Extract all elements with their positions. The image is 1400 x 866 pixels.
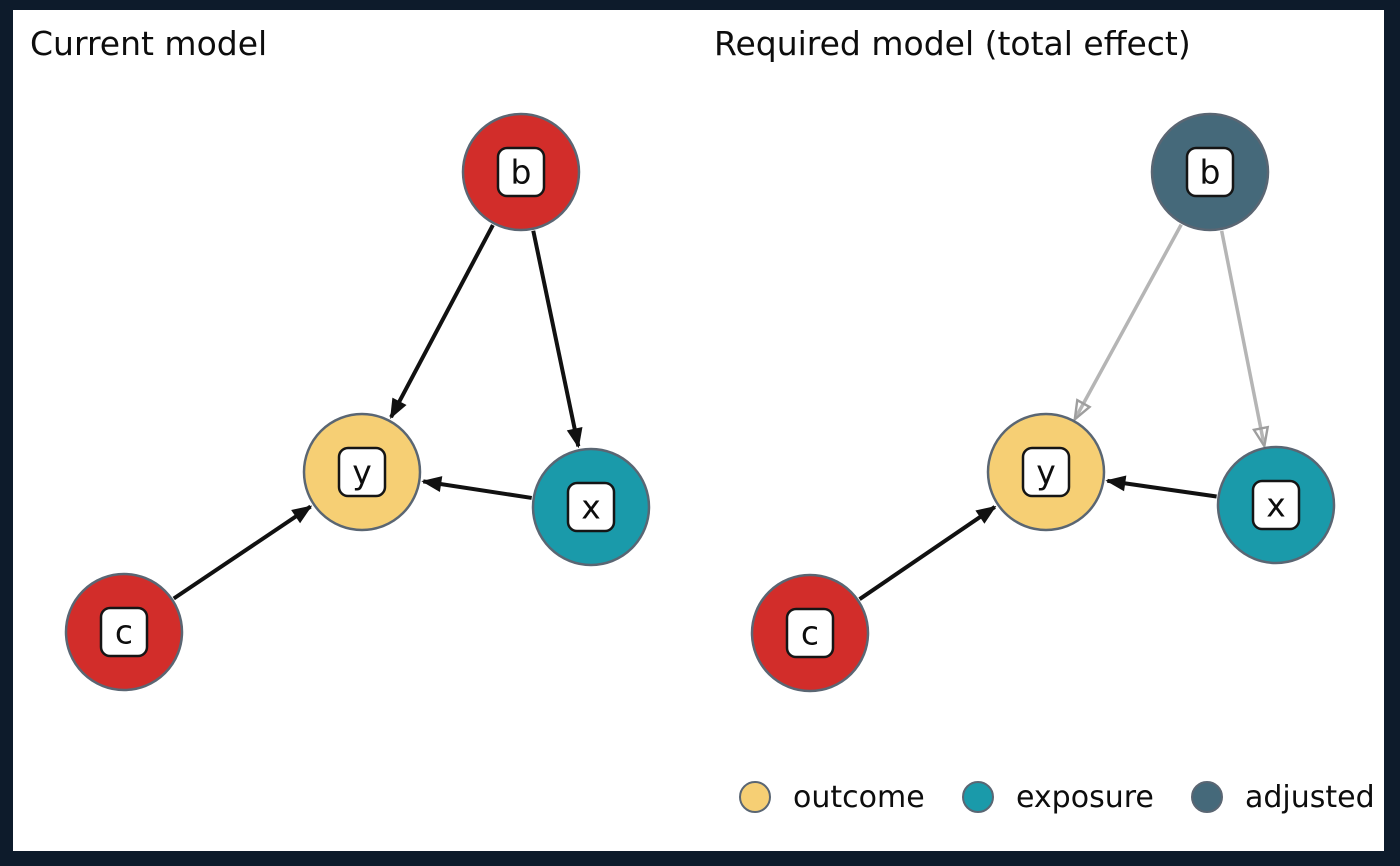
node-right-b[interactable]: b (1150, 112, 1270, 232)
edge-right-b-y[interactable] (1073, 223, 1183, 423)
node-label-left-x: x (581, 488, 601, 527)
node-right-y[interactable]: y (986, 412, 1106, 532)
node-right-c[interactable]: c (750, 573, 870, 693)
outcome-swatch-icon (739, 781, 771, 813)
node-label-right-y: y (1036, 453, 1056, 492)
node-label-left-c: c (115, 613, 133, 652)
node-label-box-right-c (785, 607, 835, 659)
node-label-left-b: b (511, 153, 532, 192)
exposure-swatch-icon (962, 781, 994, 813)
node-label-box-left-y (337, 446, 387, 498)
edge-left-b-x[interactable] (531, 230, 583, 449)
node-layer: b y x c b y x c (64, 112, 1336, 693)
edge-left-c-y[interactable] (172, 504, 313, 601)
edge-right-c-y[interactable] (858, 505, 997, 601)
node-label-box-left-b (496, 146, 546, 198)
node-left-c[interactable]: c (64, 572, 184, 692)
node-label-box-left-c (99, 606, 149, 658)
adjusted-swatch-icon (1191, 781, 1223, 813)
legend-item-outcome: outcome (739, 779, 925, 815)
node-label-box-right-x (1251, 479, 1301, 531)
legend-label-outcome: outcome (793, 779, 925, 815)
node-left-y[interactable]: y (302, 412, 422, 532)
edge-left-x-y[interactable] (421, 476, 532, 500)
node-left-b[interactable]: b (461, 112, 581, 232)
legend-label-adjusted: adjusted (1245, 779, 1375, 815)
edge-left-b-y[interactable] (389, 224, 495, 419)
legend-label-exposure: exposure (1016, 779, 1154, 815)
node-label-box-right-b (1185, 146, 1235, 198)
edge-right-b-x[interactable] (1219, 230, 1270, 450)
edge-right-x-y[interactable] (1105, 475, 1217, 499)
node-left-x[interactable]: x (531, 447, 651, 567)
node-label-box-right-y (1021, 446, 1071, 498)
node-right-x[interactable]: x (1216, 445, 1336, 565)
node-label-box-left-x (566, 481, 616, 533)
node-label-right-c: c (801, 614, 819, 653)
right-panel-title: Required model (total effect) (714, 24, 1191, 63)
edge-layer (172, 223, 1270, 601)
legend-item-adjusted: adjusted (1191, 779, 1375, 815)
node-label-right-x: x (1266, 486, 1286, 525)
left-panel-title: Current model (30, 24, 268, 63)
node-label-left-y: y (352, 453, 372, 492)
node-label-right-b: b (1200, 153, 1221, 192)
legend-item-exposure: exposure (962, 779, 1154, 815)
